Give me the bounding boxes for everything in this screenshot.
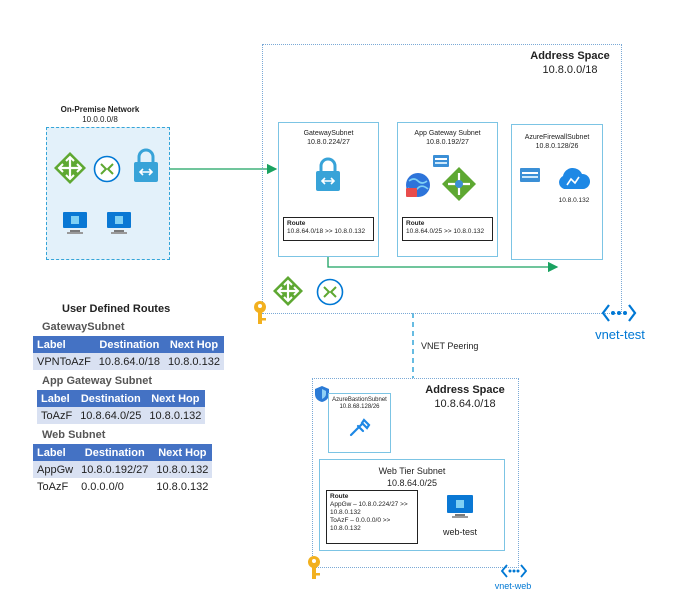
vnet-web-name: vnet-web bbox=[494, 581, 532, 591]
col-header: Label bbox=[37, 390, 77, 407]
vnet-icon bbox=[501, 564, 527, 578]
appgw-subnet-name: App Gateway Subnet bbox=[414, 130, 481, 137]
web-vm-name: web-test bbox=[442, 527, 477, 537]
table-cell: 10.8.64.0/25 bbox=[76, 407, 146, 424]
table-cell: ToAzF bbox=[37, 407, 77, 424]
firewall-appliance-icon bbox=[520, 168, 540, 182]
appgw-subnet-box: App Gateway Subnet 10.8.0.192/27 Route 1… bbox=[397, 122, 498, 257]
onprem-cidr: 10.0.0.0/8 bbox=[82, 115, 118, 124]
key-icon bbox=[308, 556, 320, 579]
vnet-peering-label: VNET Peering bbox=[421, 341, 479, 351]
table-cell: 10.8.0.132 bbox=[152, 461, 213, 478]
web-vm-monitor-icon bbox=[447, 495, 473, 518]
bastion-subnet-name: AzureBastionSubnet bbox=[332, 397, 387, 403]
route-title: Route bbox=[330, 493, 349, 500]
vnet-web-address-space: 10.8.64.0/18 bbox=[434, 398, 496, 410]
vnet-icon bbox=[601, 304, 637, 322]
key-icon bbox=[254, 301, 266, 324]
route-entry: 10.8.64.0/18 >> 10.8.0.132 bbox=[287, 228, 366, 235]
bastion-subnet-cidr: 10.8.68.128/26 bbox=[339, 404, 380, 410]
col-header: Label bbox=[33, 336, 95, 353]
gateway-route-box: Route 10.8.64.0/18 >> 10.8.0.132 bbox=[283, 217, 374, 241]
col-header: Destination bbox=[76, 390, 146, 407]
route-entry: ToAzF – 0.0.0.0/0 >> bbox=[330, 517, 391, 524]
local-gateway-icon bbox=[93, 155, 121, 183]
firewall-subnet-cidr: 10.8.0.128/26 bbox=[535, 143, 579, 150]
col-header: Destination bbox=[94, 336, 164, 353]
table-cell: 10.8.64.0/18 bbox=[94, 353, 164, 370]
vnet-test-name: vnet-test bbox=[595, 327, 645, 342]
udr-table-name: App Gateway Subnet bbox=[42, 375, 153, 387]
firewall-ip: 10.8.0.132 bbox=[558, 197, 590, 204]
router-icon bbox=[54, 152, 86, 184]
vnet-gateway-connection-icon bbox=[316, 278, 344, 306]
table-row: ToAzF 0.0.0.0/0 10.8.0.132 bbox=[33, 478, 213, 495]
gateway-subnet-box: GatewaySubnet 10.8.0.224/27 Route 10.8.6… bbox=[278, 122, 379, 257]
firewall-subnet-name: AzureFirewallSubnet bbox=[524, 134, 590, 141]
firewall-subnet-box: AzureFirewallSubnet 10.8.0.128/26 10.8.0… bbox=[511, 124, 603, 260]
table-cell: 10.8.0.132 bbox=[163, 353, 224, 370]
udr-table-name: GatewaySubnet bbox=[42, 321, 125, 333]
table-cell: 10.8.0.192/27 bbox=[77, 461, 153, 478]
gateway-subnet-cidr: 10.8.0.224/27 bbox=[307, 139, 350, 146]
table-row: VPNToAzF 10.8.64.0/18 10.8.0.132 bbox=[33, 353, 224, 370]
table-row: AppGw 10.8.0.192/27 10.8.0.132 bbox=[33, 461, 213, 478]
vnet-web-address-space-label: Address Space bbox=[425, 384, 505, 396]
vpn-gateway-lock-icon bbox=[316, 157, 340, 191]
web-subnet-cidr: 10.8.64.0/25 bbox=[386, 478, 438, 488]
udr-title: User Defined Routes bbox=[62, 303, 171, 315]
col-header: Next Hop bbox=[152, 444, 213, 461]
bastion-icon bbox=[349, 418, 371, 437]
monitor-icon bbox=[107, 212, 131, 234]
gateway-subnet-name: GatewaySubnet bbox=[303, 130, 354, 137]
waf-globe-icon bbox=[406, 173, 430, 197]
vnet-test-address-space-label: Address Space bbox=[530, 50, 610, 62]
web-route-box: Route AppGw – 10.8.0.224/27 >> 10.8.0.13… bbox=[326, 490, 418, 544]
monitor-icon bbox=[63, 212, 87, 234]
bastion-shield-icon bbox=[315, 386, 329, 402]
appgw-route-box: Route 10.8.64.0/25 >> 10.8.0.132 bbox=[402, 217, 493, 241]
table-cell: VPNToAzF bbox=[33, 353, 95, 370]
onprem-title: On-Premise Network bbox=[60, 105, 140, 114]
route-entry: 10.8.64.0/25 >> 10.8.0.132 bbox=[406, 228, 485, 235]
route-entry: 10.8.0.132 bbox=[330, 509, 361, 516]
vnet-test-address-space: 10.8.0.0/18 bbox=[542, 64, 598, 76]
udr-table-gateway: Label Destination Next Hop VPNToAzF 10.8… bbox=[33, 336, 224, 370]
udr-table-appgw: Label Destination Next Hop ToAzF 10.8.64… bbox=[37, 390, 206, 424]
udr-table-web: Label Destination Next Hop AppGw 10.8.0.… bbox=[33, 444, 213, 495]
bastion-subnet-box: AzureBastionSubnet 10.8.68.128/26 bbox=[328, 393, 391, 453]
col-header: Next Hop bbox=[145, 390, 206, 407]
firewall-cloud-icon bbox=[559, 167, 591, 189]
col-header: Next Hop bbox=[163, 336, 224, 353]
route-title: Route bbox=[287, 220, 306, 227]
col-header: Label bbox=[33, 444, 78, 461]
col-header: Destination bbox=[77, 444, 153, 461]
table-cell: 10.8.0.132 bbox=[152, 478, 213, 495]
udr-table-name: Web Subnet bbox=[42, 429, 106, 441]
route-entry: 10.8.0.132 bbox=[330, 525, 361, 532]
web-subnet-name: Web Tier Subnet bbox=[378, 466, 446, 476]
route-title: Route bbox=[406, 220, 425, 227]
app-gateway-router-icon bbox=[442, 167, 476, 201]
table-cell: 10.8.0.132 bbox=[145, 407, 206, 424]
vnet-router-icon bbox=[273, 276, 303, 306]
vnet-test-boundary bbox=[262, 44, 622, 314]
route-entry: AppGw – 10.8.0.224/27 >> bbox=[330, 501, 408, 508]
table-cell: AppGw bbox=[33, 461, 78, 478]
appgw-subnet-cidr: 10.8.0.192/27 bbox=[426, 139, 469, 146]
table-cell: ToAzF bbox=[33, 478, 78, 495]
vpn-gateway-lock-icon bbox=[134, 148, 158, 182]
app-gateway-icon bbox=[433, 155, 449, 167]
table-row: ToAzF 10.8.64.0/25 10.8.0.132 bbox=[37, 407, 206, 424]
table-cell: 0.0.0.0/0 bbox=[77, 478, 153, 495]
web-subnet-box: Web Tier Subnet 10.8.64.0/25 Route AppGw… bbox=[319, 459, 505, 551]
vnet-web-boundary bbox=[312, 378, 519, 568]
onprem-network-box bbox=[46, 127, 170, 260]
gateway-to-firewall-line bbox=[327, 256, 559, 273]
